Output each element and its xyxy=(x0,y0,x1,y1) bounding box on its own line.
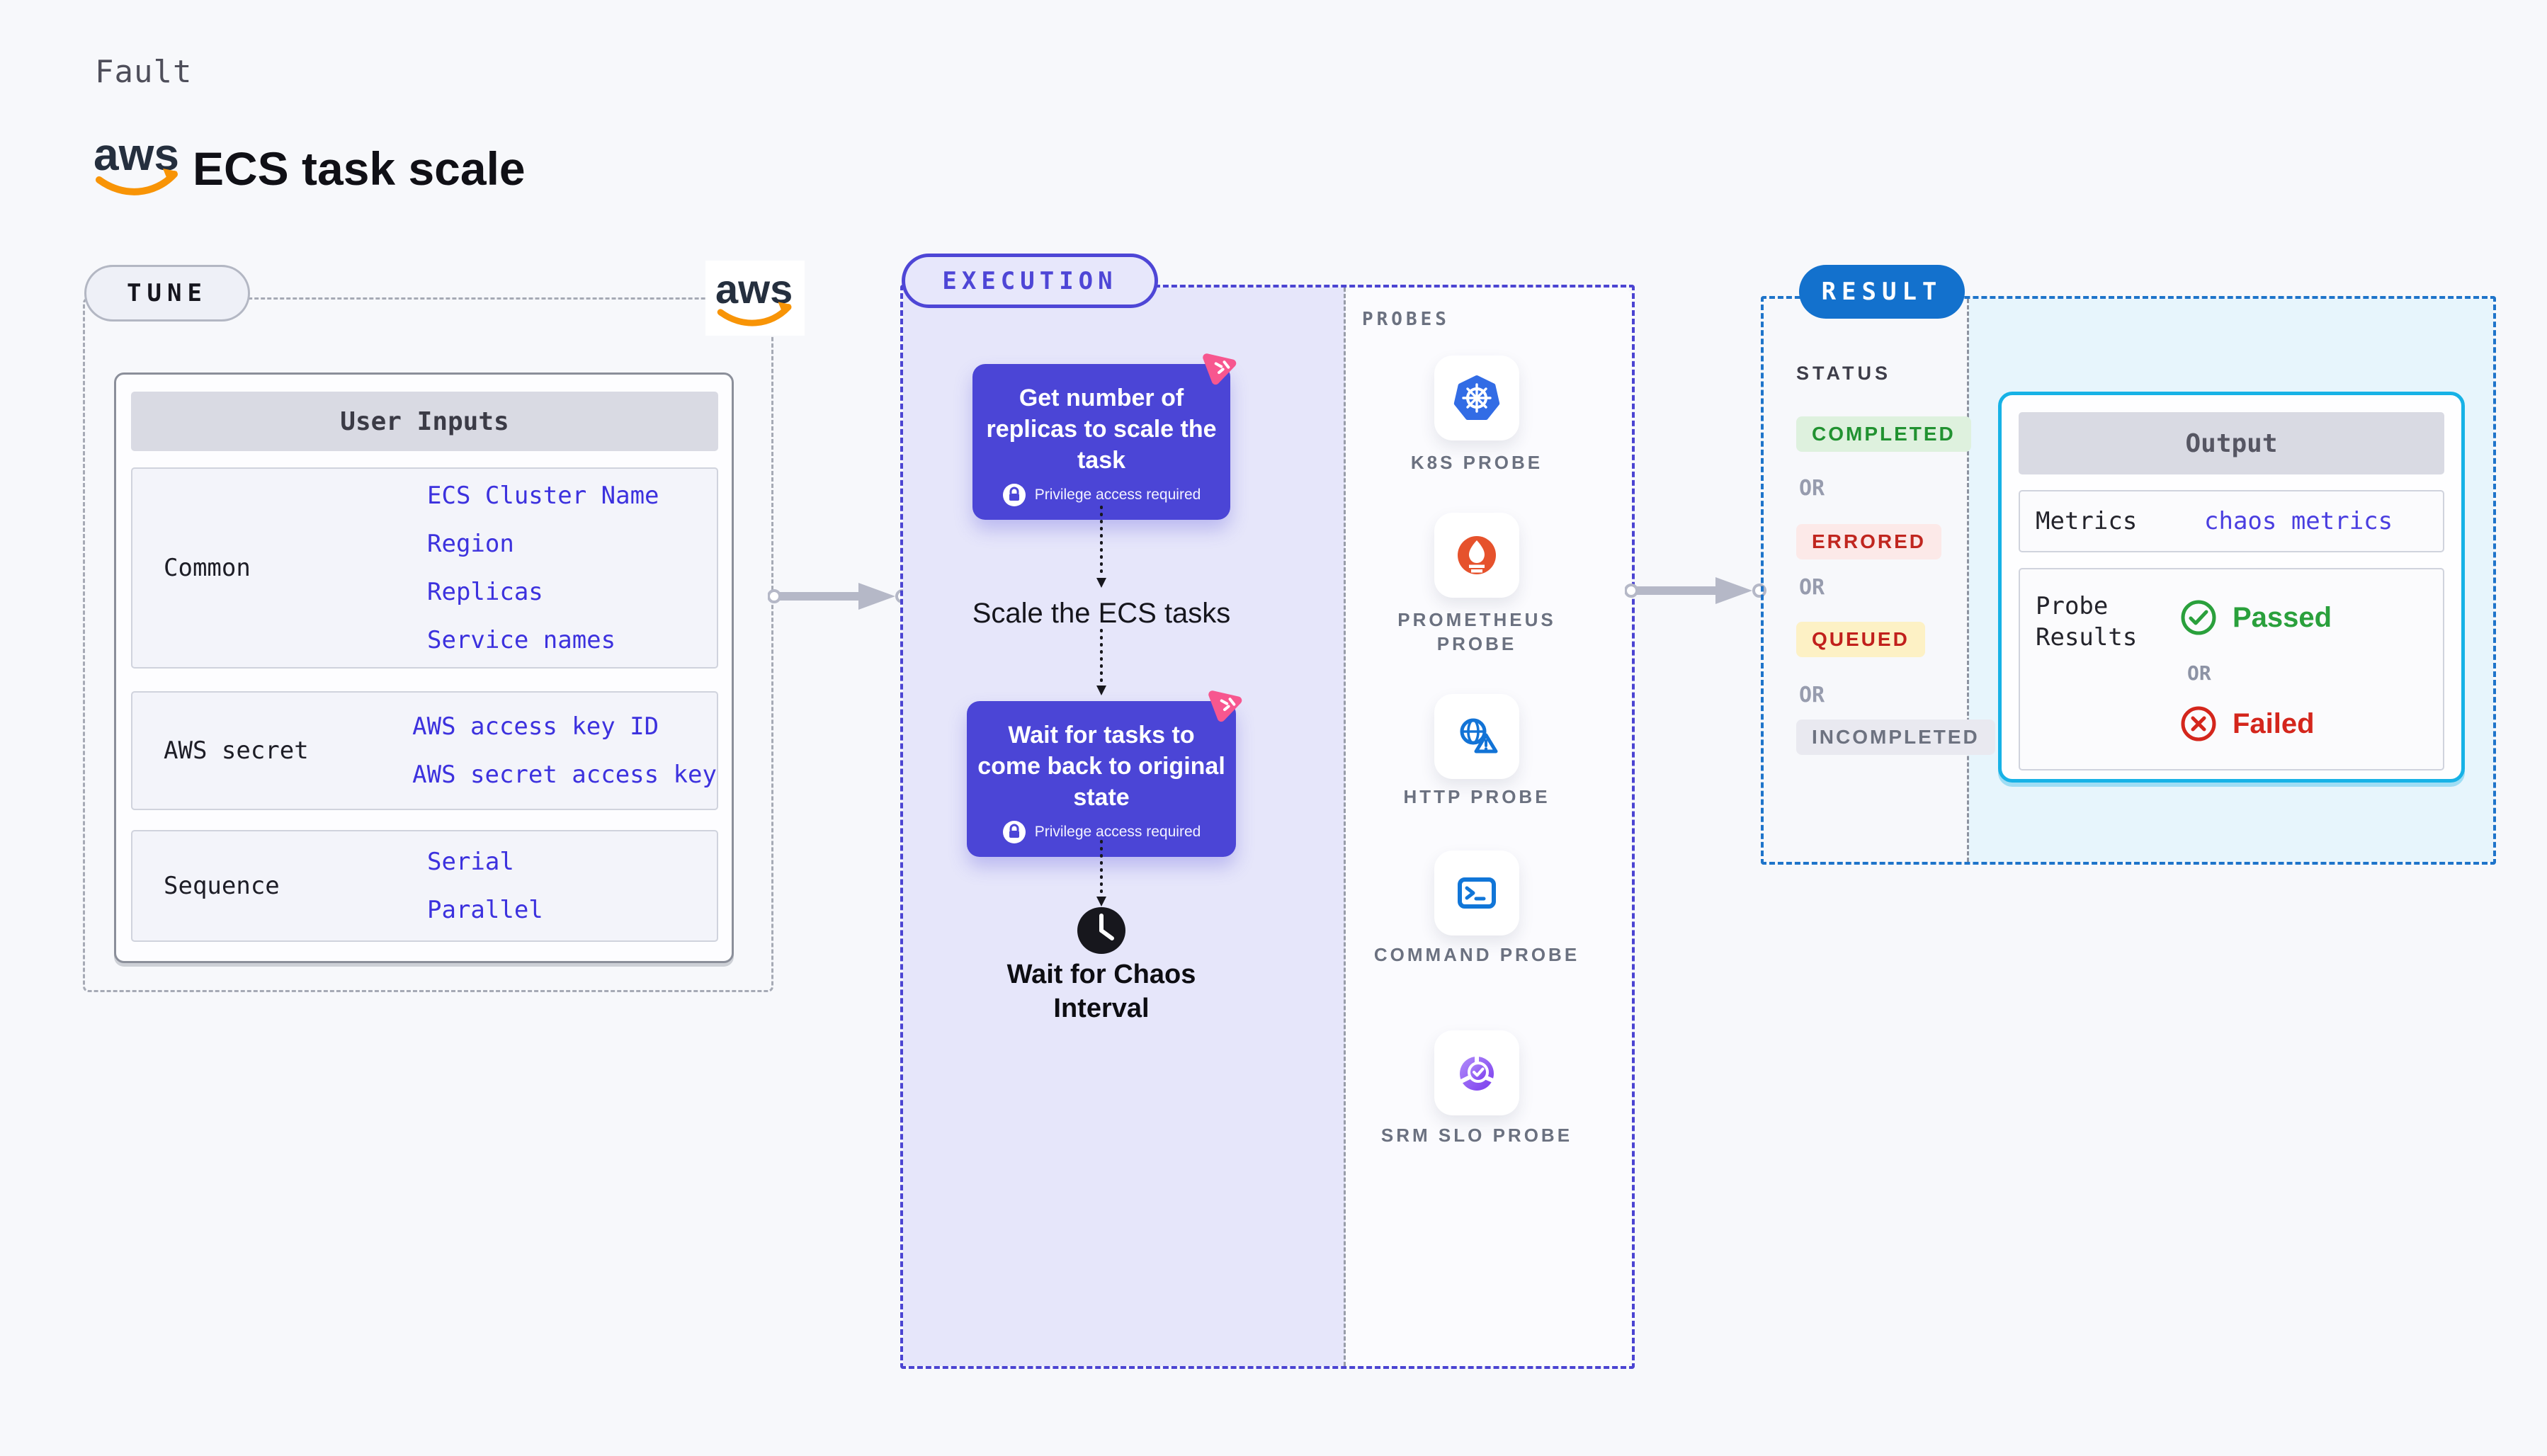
terminal-icon xyxy=(1458,877,1496,909)
aws-logo-icon: aws xyxy=(715,267,793,326)
input-value: AWS access key ID xyxy=(412,712,659,741)
input-value: Replicas xyxy=(427,578,543,606)
privilege-note: Privilege access required xyxy=(1034,824,1201,840)
probes-title: PROBES xyxy=(1362,309,1450,330)
wait-chaos-label: Wait for Chaos Interval xyxy=(1006,960,1196,1023)
probe-results-row: Probe Results Passed OR Failed xyxy=(2019,568,2444,770)
execution-section: PROBES Get number of replicas to scale t… xyxy=(900,285,1635,1369)
passed-label: Passed xyxy=(2233,601,2332,633)
aws-logo-icon: aws xyxy=(93,129,179,195)
result-pill: RESULT xyxy=(1799,265,1965,319)
result-section: STATUS COMPLETED OR ERRORED OR QUEUED OR… xyxy=(1761,296,2496,865)
probes-panel xyxy=(1345,288,1632,1366)
mid-step-label: Scale the ECS tasks xyxy=(972,598,1231,629)
tune-pill: TUNE xyxy=(84,265,250,322)
or-label: OR xyxy=(1799,575,1825,600)
step-text: Wait for tasks to come back to original … xyxy=(977,722,1225,811)
group-label: AWS secret xyxy=(164,736,309,765)
probe-label: SRM SLO PROBE xyxy=(1380,1125,1573,1146)
metrics-label: Metrics xyxy=(2036,507,2138,535)
prometheus-icon xyxy=(1458,536,1496,574)
input-value: AWS secret access key xyxy=(412,761,717,789)
probe-label: HTTP PROBE xyxy=(1403,786,1550,807)
page-title: ECS task scale xyxy=(193,142,526,195)
http-globe-icon xyxy=(1460,718,1498,753)
probe-label: PROMETHEUS PROBE xyxy=(1397,609,1556,654)
or-label: OR xyxy=(2187,661,2211,685)
lock-icon xyxy=(1002,484,1026,506)
or-label: OR xyxy=(1799,683,1825,707)
output-card: Output Metrics chaos metrics Probe Resul… xyxy=(1998,392,2465,783)
probe-label: K8S PROBE xyxy=(1410,452,1543,473)
input-group-aws-secret: AWS secret AWS access key ID AWS secret … xyxy=(131,691,718,810)
flow-arrow-icon xyxy=(768,583,909,610)
execution-pill: EXECUTION xyxy=(902,254,1158,308)
failed-label: Failed xyxy=(2233,707,2315,739)
probe-tile-k8s xyxy=(1434,356,1519,440)
status-badge-queued: QUEUED xyxy=(1796,622,1925,657)
tune-aws-logo-patch: aws xyxy=(705,261,805,336)
check-circle-icon xyxy=(2181,600,2216,635)
slo-donut-icon xyxy=(1460,1056,1494,1091)
dotted-arrow-icon xyxy=(1096,629,1106,695)
chaos-metrics-link: chaos metrics xyxy=(2204,507,2393,535)
clock-icon xyxy=(1077,907,1125,954)
flow-arrow-icon xyxy=(1625,577,1766,604)
chaos-fault-icon xyxy=(1208,690,1242,722)
probe-tile-prometheus xyxy=(1434,513,1519,598)
lock-icon xyxy=(1002,821,1026,843)
input-group-common: Common ECS Cluster Name Region Replicas … xyxy=(131,467,718,669)
kubernetes-icon xyxy=(1453,375,1500,420)
fault-kicker: Fault xyxy=(95,54,193,90)
probe-tile-http xyxy=(1434,694,1519,779)
x-circle-icon xyxy=(2181,706,2216,741)
dotted-arrow-icon xyxy=(1096,506,1106,588)
user-inputs-title: User Inputs xyxy=(131,392,718,451)
tune-section xyxy=(83,297,773,992)
result-separator xyxy=(1967,299,1969,862)
step-box-wait-tasks: Wait for tasks to come back to original … xyxy=(967,690,1242,857)
probe-label: COMMAND PROBE xyxy=(1373,944,1580,965)
input-value: ECS Cluster Name xyxy=(427,482,659,510)
group-label: Sequence xyxy=(164,872,280,900)
status-badge-incompleted: INCOMPLETED xyxy=(1796,720,1995,755)
input-group-sequence: Sequence Serial Parallel xyxy=(131,830,718,942)
input-value: Parallel xyxy=(427,896,543,924)
output-title: Output xyxy=(2019,412,2444,474)
step-text: Get number of replicas to scale the task xyxy=(986,385,1217,474)
user-inputs-card: User Inputs Common ECS Cluster Name Regi… xyxy=(114,372,734,963)
probes-separator xyxy=(1344,288,1346,1366)
input-value: Service names xyxy=(427,626,616,654)
or-label: OR xyxy=(1799,476,1825,501)
probe-results-label: Probe Results xyxy=(2036,592,2138,652)
input-value: Region xyxy=(427,530,514,558)
probe-tile-srm-slo xyxy=(1434,1030,1519,1115)
dotted-arrow-icon xyxy=(1096,840,1106,906)
status-badge-completed: COMPLETED xyxy=(1796,416,1971,452)
probe-tile-command xyxy=(1434,851,1519,935)
metrics-row: Metrics chaos metrics xyxy=(2019,490,2444,552)
status-title: STATUS xyxy=(1796,363,1891,384)
group-label: Common xyxy=(164,554,251,582)
status-badge-errored: ERRORED xyxy=(1796,524,1942,559)
input-value: Serial xyxy=(427,848,514,876)
chaos-fault-icon xyxy=(1203,353,1237,385)
privilege-note: Privilege access required xyxy=(1034,487,1201,503)
step-box-get-replicas: Get number of replicas to scale the task… xyxy=(972,353,1237,520)
